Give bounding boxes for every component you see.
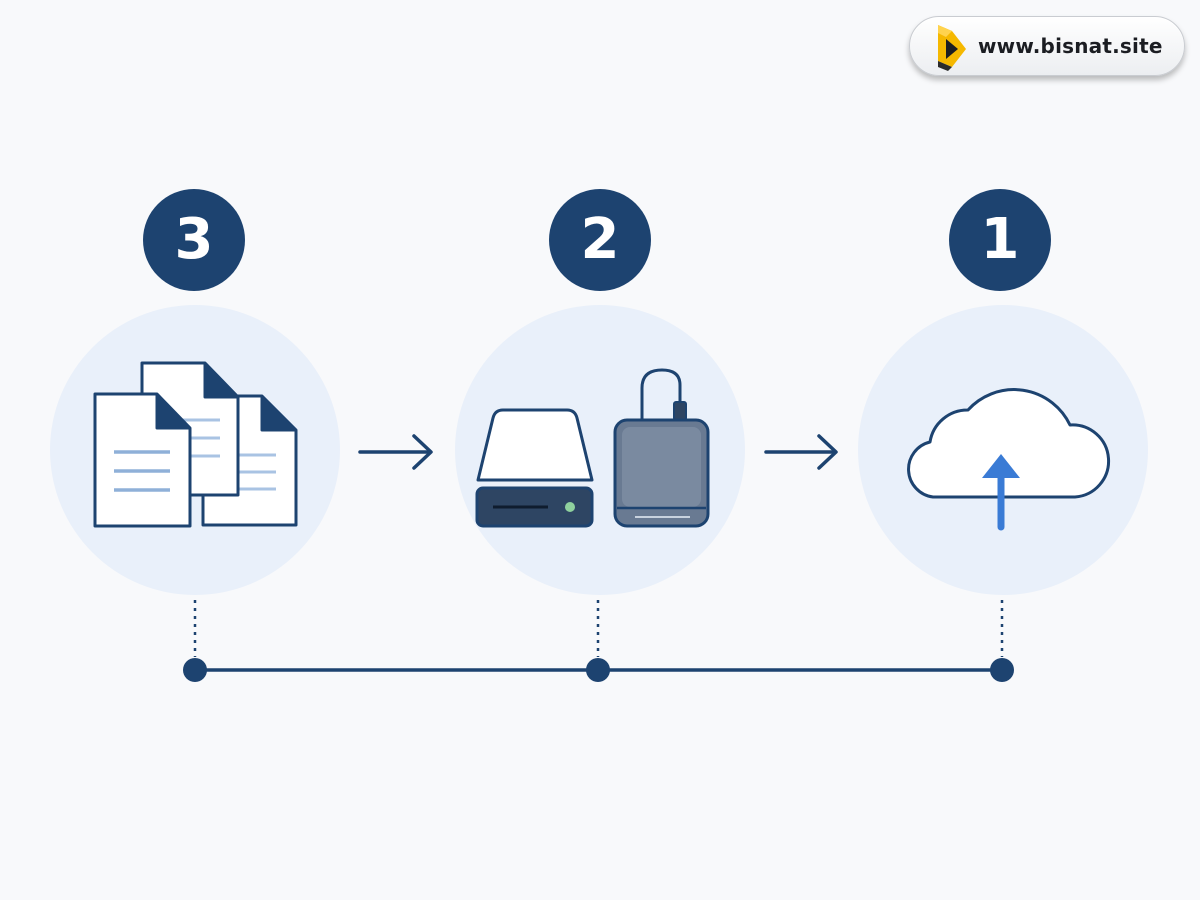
external-drives-icon xyxy=(475,368,710,528)
step-2-badge: 2 xyxy=(549,189,651,291)
arrow-right-icon xyxy=(358,434,433,470)
timeline-node-2 xyxy=(586,658,610,682)
brand-url[interactable]: www.bisnat.site xyxy=(978,34,1163,58)
bisnat-logo-icon xyxy=(936,21,970,71)
timeline-node-3 xyxy=(183,658,207,682)
timeline-node-1 xyxy=(990,658,1014,682)
step-1-badge: 1 xyxy=(949,189,1051,291)
brand-badge[interactable]: www.bisnat.site xyxy=(909,16,1185,76)
cloud-upload-icon xyxy=(907,388,1111,531)
step-3-badge: 3 xyxy=(143,189,245,291)
arrow-right-icon xyxy=(764,434,838,470)
documents-icon xyxy=(93,361,298,528)
timeline xyxy=(183,600,1014,682)
